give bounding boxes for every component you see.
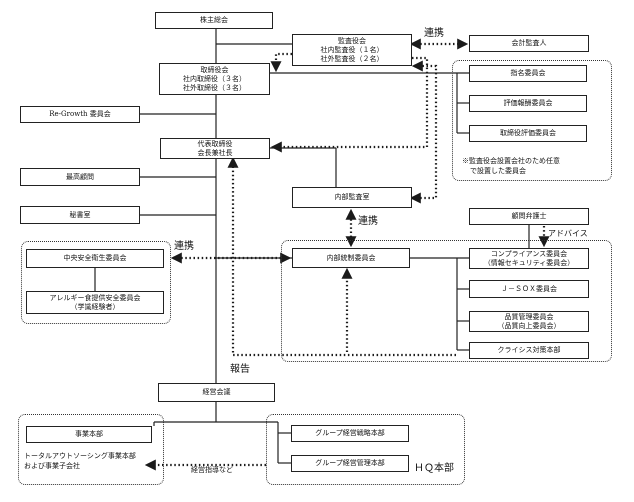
quality-management-committee-box: 品質管理委員会 （品質向上委員会） (469, 311, 589, 332)
committee-note-line2: で設置した委員会 (470, 167, 526, 175)
supreme-advisor-box: 最高顧問 (20, 168, 140, 186)
regrowth-committee-box: Re-Growth 委員会 (20, 106, 140, 123)
internal-control-group (281, 240, 612, 362)
report-label: 報告 (230, 364, 250, 375)
safety-group (21, 241, 171, 324)
board-of-directors-box: 取締役会 社内取締役（３名） 社外取締役（３名） (159, 63, 270, 95)
shareholders-label: 株主総会 (200, 16, 228, 24)
director-evaluation-committee-box: 取締役評価委員会 (469, 125, 587, 142)
nomination-committee-box: 指名委員会 (469, 65, 587, 82)
hq-label: ＨＱ本部 (414, 463, 454, 474)
allergy-committee-box: アレルギー食提供安全委員会 （学識経験者） (26, 291, 164, 314)
auditor-to-rep-arrow (270, 56, 429, 153)
central-safety-hygiene-committee-box: 中央安全衛生委員会 (26, 249, 164, 268)
board-of-auditors-box: 監査役会 社内監査役（１名） 社外監査役（２名） (292, 34, 412, 66)
accounting-auditor-box: 会計監査人 (469, 35, 589, 52)
business-headquarters-box: 事業本部 (26, 426, 152, 443)
committee-note-line1: ※監査役会設置会社のため任意 (462, 157, 560, 165)
business-note-line1: トータルアウトソーシング事業本部 (24, 452, 136, 460)
crisis-headquarters-box: クライシス対策本部 (469, 342, 589, 359)
internal-audit-office-box: 内部監査室 (292, 187, 412, 208)
advisory-lawyer-box: 顧問弁護士 (469, 208, 589, 225)
coop-safety-label: 連携 (174, 241, 194, 252)
hq-group (266, 414, 465, 485)
group-management-hq-box: グループ経営管理本部 (291, 455, 409, 472)
management-guidance-label: 経営指導など (191, 466, 233, 474)
secretariat-box: 秘書室 (20, 206, 140, 224)
shareholders-box: 株主総会 (155, 12, 273, 29)
auditor-to-board-arrow (270, 52, 292, 73)
jsox-committee-box: Ｊ－ＳＯＸ委員会 (469, 280, 589, 298)
compensation-committee-box: 評価報酬委員会 (469, 95, 587, 112)
internal-audit-coop-arrow (409, 60, 438, 204)
coop-internal-label: 連携 (358, 216, 378, 227)
business-note-line2: および事業子会社 (24, 462, 80, 470)
representative-director-box: 代表取締役 会長兼社長 (160, 138, 270, 159)
report-arrow (227, 156, 456, 357)
management-meeting-box: 経営会議 (158, 383, 275, 402)
advice-label: アドバイス (548, 229, 588, 238)
internal-control-committee-box: 内部統制委員会 (292, 248, 410, 268)
coop-audit-label: 連携 (424, 28, 444, 39)
business-group (18, 414, 164, 485)
group-strategy-hq-box: グループ経営戦略本部 (291, 425, 409, 442)
committee-group (452, 60, 612, 181)
compliance-committee-box: コンプライアンス委員会 （情報セキュリティ委員会） (469, 248, 589, 269)
